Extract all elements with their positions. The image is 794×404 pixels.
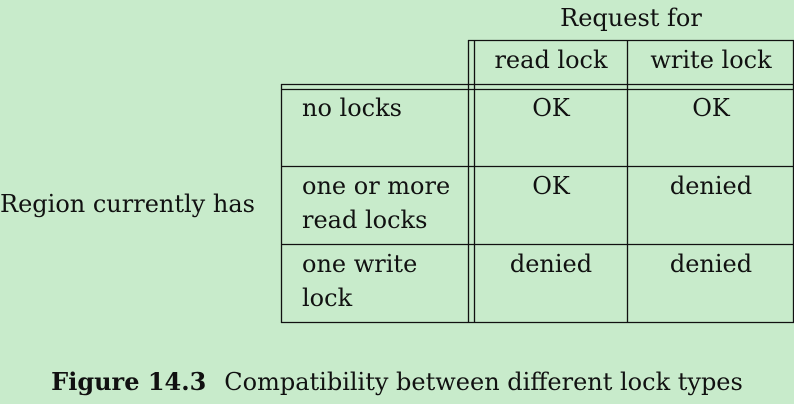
row-label-line: read locks [302,206,428,234]
region-currently-has-header: Region currently has [0,190,255,218]
row-label-line: one or more [302,172,451,200]
row-label-line: lock [302,284,353,312]
figure-caption: Figure 14.3 Compatibility between differe… [0,366,794,398]
cell-read-locks-write: denied [669,172,753,200]
cell-read-locks-read: OK [532,172,570,200]
cell-write-lock-write: denied [669,250,753,278]
row-label-line: no locks [302,94,402,122]
column-header-write-lock: write lock [650,46,772,74]
cell-no-locks-write: OK [692,94,730,122]
cell-no-locks-read: OK [532,94,570,122]
cell-write-lock-read: denied [509,250,593,278]
figure-caption-text: Compatibility between different lock typ… [224,368,743,396]
row-label-no-locks: no locks [302,91,402,125]
figure-label: Figure 14.3 [51,367,207,396]
row-label-read-locks: one or more read locks [302,169,450,237]
row-label-line: one write [302,250,418,278]
row-label-write-lock: one write lock [302,247,417,315]
request-for-header: Request for [560,4,702,32]
column-header-read-lock: read lock [494,46,608,74]
